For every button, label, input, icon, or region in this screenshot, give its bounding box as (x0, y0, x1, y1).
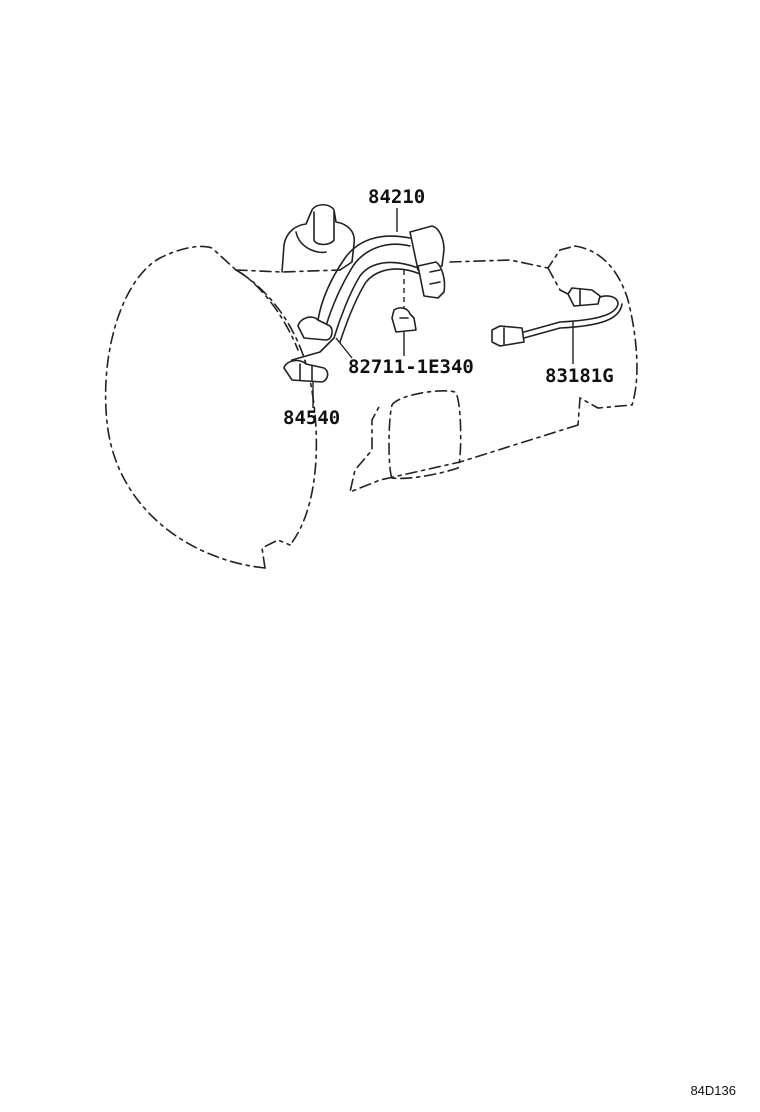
clamp-82711 (391, 307, 417, 333)
leader-harness-pointer (335, 337, 353, 359)
extension-housing (574, 245, 638, 426)
case-top-edge (235, 245, 576, 273)
callout-84540: 84540 (283, 407, 341, 429)
harness-connector-lower (417, 261, 446, 299)
bell-housing-outline (104, 245, 318, 569)
shift-tower (281, 203, 356, 273)
switch-84540 (283, 359, 329, 383)
diagram-id-label: 84D136 (690, 1083, 736, 1098)
sensor-wire (523, 295, 619, 333)
oil-pan-outline (388, 390, 462, 480)
sensor-connector-83181G (491, 325, 525, 347)
case-bottom-edge (348, 404, 579, 494)
shift-tower-cap (313, 211, 335, 246)
callout-83181G: 83181G (545, 365, 614, 387)
sensor-body-83181G (567, 287, 601, 307)
harness-wire-d (339, 268, 421, 343)
bell-housing-lower (261, 539, 291, 569)
switch-upper (297, 316, 333, 341)
harness-wire-a (317, 235, 411, 321)
bell-housing-rim (235, 269, 299, 351)
harness-wire-c (285, 261, 419, 371)
harness-wire-b (325, 243, 411, 327)
callout-82711-1E340: 82711-1E340 (348, 356, 474, 378)
callout-84210: 84210 (368, 186, 426, 208)
harness-connector-upper (409, 225, 445, 271)
